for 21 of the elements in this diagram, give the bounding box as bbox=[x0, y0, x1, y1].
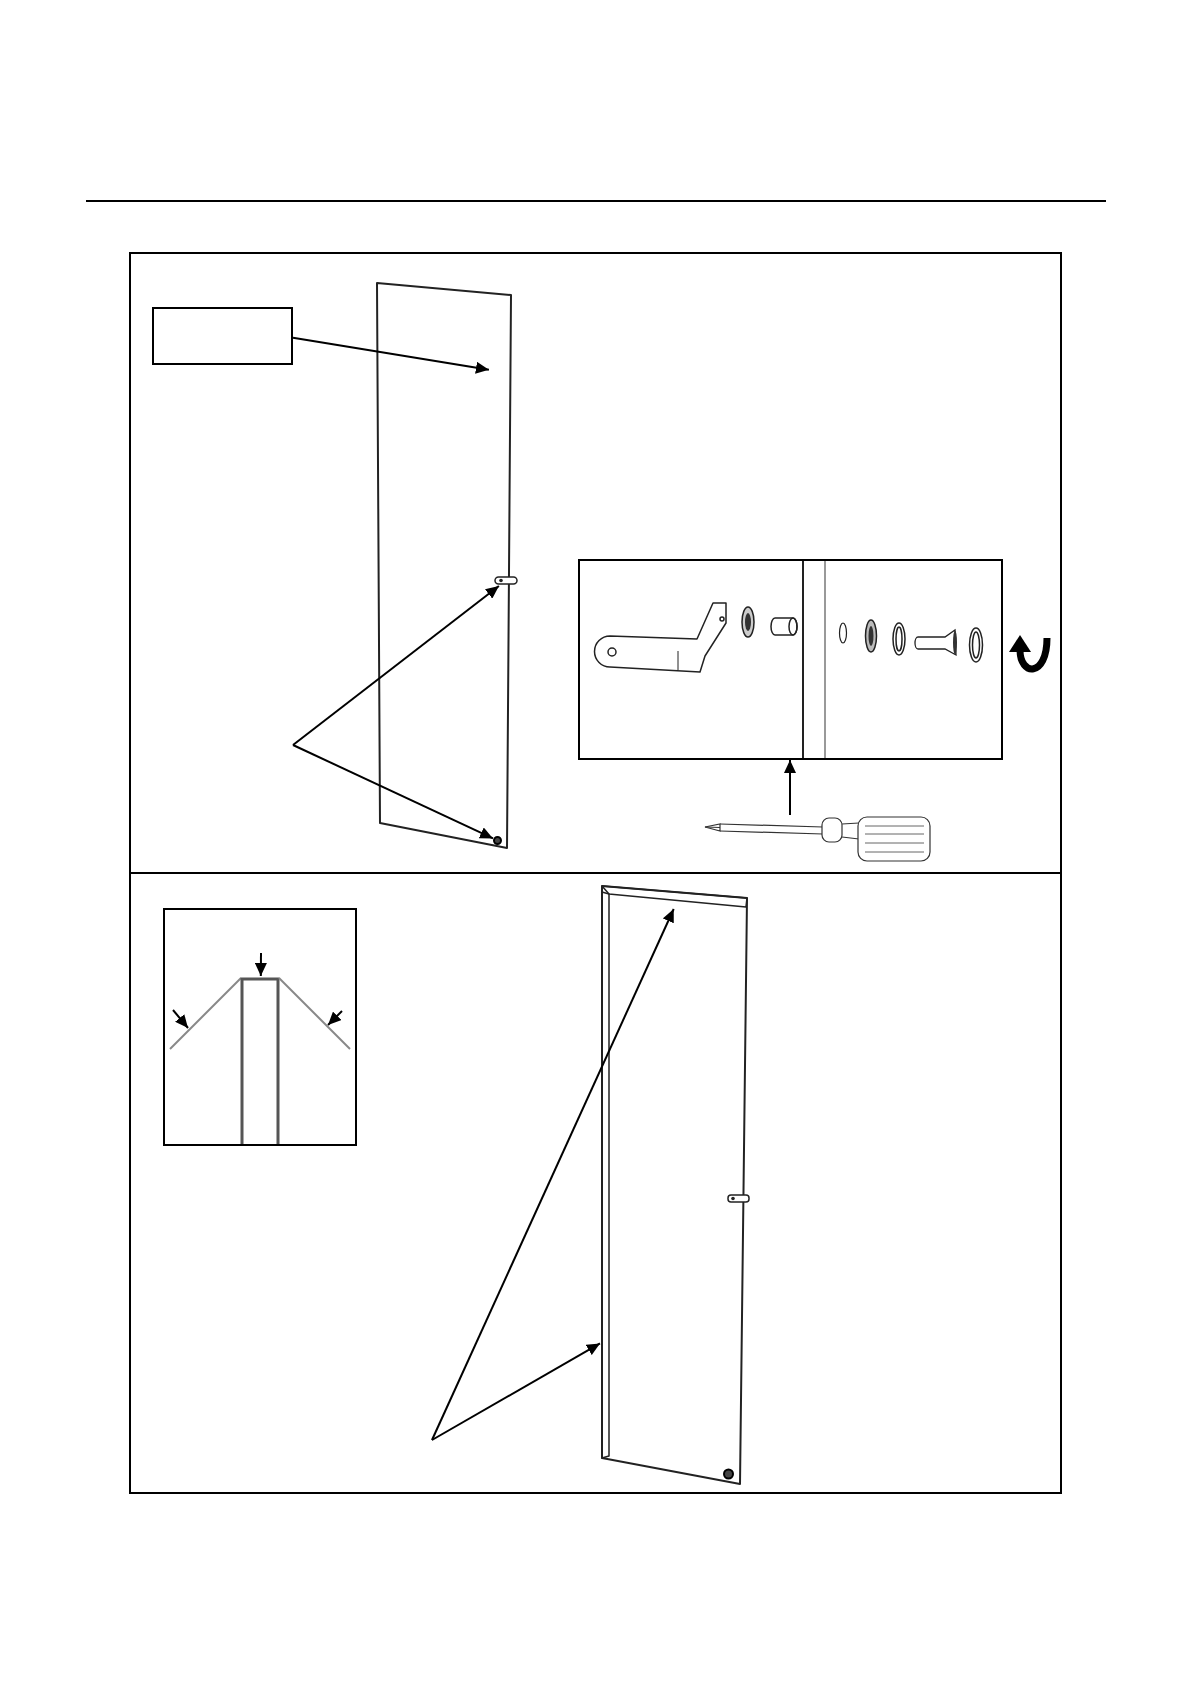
screwdriver bbox=[703, 815, 933, 863]
side-seal-strip bbox=[600, 892, 611, 1460]
pointer-arrow bbox=[327, 1010, 343, 1026]
hinge-knob bbox=[493, 836, 502, 845]
seal-detail-inset bbox=[163, 908, 357, 1146]
seal-strip bbox=[239, 976, 281, 1144]
leader-arrow bbox=[431, 1342, 601, 1441]
arrow bbox=[784, 759, 796, 816]
seal-flange bbox=[277, 976, 352, 1051]
leader-arrow bbox=[292, 585, 500, 746]
glass-door-panel bbox=[374, 280, 520, 852]
pointer-arrow bbox=[254, 952, 267, 977]
leader-arrow bbox=[431, 908, 675, 1441]
seal-flange bbox=[168, 976, 243, 1051]
pointer-arrow bbox=[172, 1009, 189, 1029]
top-seal-strip bbox=[600, 884, 749, 909]
leader-arrow bbox=[292, 744, 494, 840]
hinge-fitting bbox=[494, 575, 518, 586]
callout-box bbox=[152, 307, 293, 365]
hardware-detail-inset bbox=[578, 559, 1003, 760]
leader-arrow bbox=[292, 336, 490, 374]
